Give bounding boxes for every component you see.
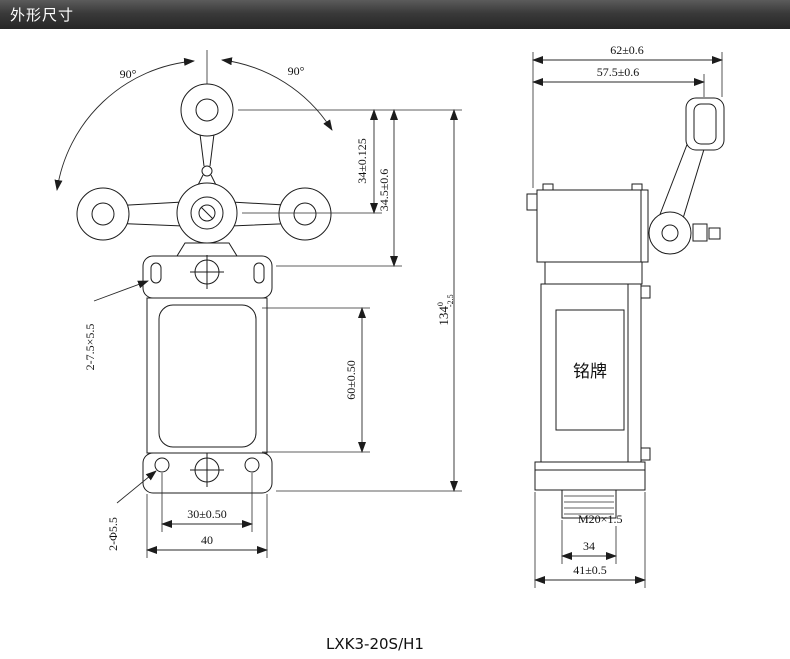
fork-pin bbox=[201, 165, 213, 177]
lever-fork bbox=[199, 133, 205, 167]
leader-slots bbox=[93, 280, 149, 302]
front-view: 90° 90° bbox=[54, 50, 462, 558]
thread-label: M20×1.5 bbox=[578, 512, 622, 526]
dim-conduit-width: 34 bbox=[583, 539, 595, 553]
switch-head bbox=[536, 189, 649, 263]
dim-base-width: 41±0.5 bbox=[573, 563, 607, 577]
swing-arc-right bbox=[221, 57, 333, 131]
dim-lever-radius: 34±0.125 bbox=[355, 138, 369, 184]
head-tab-right bbox=[631, 183, 643, 191]
nameplate-label: 铭牌 bbox=[573, 362, 607, 382]
conduit-stub bbox=[561, 489, 617, 519]
mounting-slot-right bbox=[253, 262, 265, 284]
head-tab-left bbox=[542, 183, 554, 191]
note-slots: 2-7.5×5.5 bbox=[83, 324, 97, 371]
lever-clamp-bolt bbox=[692, 223, 708, 242]
mounting-slot-left bbox=[150, 262, 162, 284]
page-title: 外形尺寸 bbox=[10, 6, 75, 24]
head-screw bbox=[526, 193, 538, 211]
title-bar: 外形尺寸 bbox=[0, 0, 790, 29]
angle-label-left: 90° bbox=[120, 67, 137, 81]
dim-body-width: 40 bbox=[201, 533, 213, 547]
model-number: LXK3-20S/H1 bbox=[326, 635, 424, 653]
mounting-hole-left bbox=[154, 457, 170, 473]
pivot-bracket bbox=[176, 242, 238, 257]
rail-clip-bottom bbox=[640, 447, 651, 461]
angle-label-right: 90° bbox=[288, 64, 305, 78]
swing-arc-left bbox=[54, 57, 195, 191]
dim-head-height: 34.5±0.6 bbox=[377, 169, 391, 212]
dim-overall-width: 62±0.6 bbox=[610, 43, 644, 57]
side-view: 62±0.6 57.5±0.6 铭牌 bbox=[526, 43, 725, 588]
body-collar bbox=[544, 261, 643, 285]
dim-hole-spacing-vertical: 60±0.50 bbox=[344, 360, 358, 400]
dim-body-width-side: 57.5±0.6 bbox=[597, 65, 640, 79]
nameplate bbox=[555, 309, 625, 431]
rail-clip-top bbox=[640, 285, 651, 299]
body-front bbox=[146, 297, 268, 454]
mounting-hole-right bbox=[244, 457, 260, 473]
dim-hole-spacing-horizontal: 30±0.50 bbox=[187, 507, 227, 521]
base bbox=[534, 461, 646, 491]
dim-total-height: 1340-2.5 bbox=[436, 294, 455, 325]
body-cover bbox=[158, 304, 257, 448]
leader-holes bbox=[116, 470, 157, 504]
note-holes: 2-Φ5.5 bbox=[106, 517, 120, 551]
screw-slot bbox=[200, 206, 214, 220]
